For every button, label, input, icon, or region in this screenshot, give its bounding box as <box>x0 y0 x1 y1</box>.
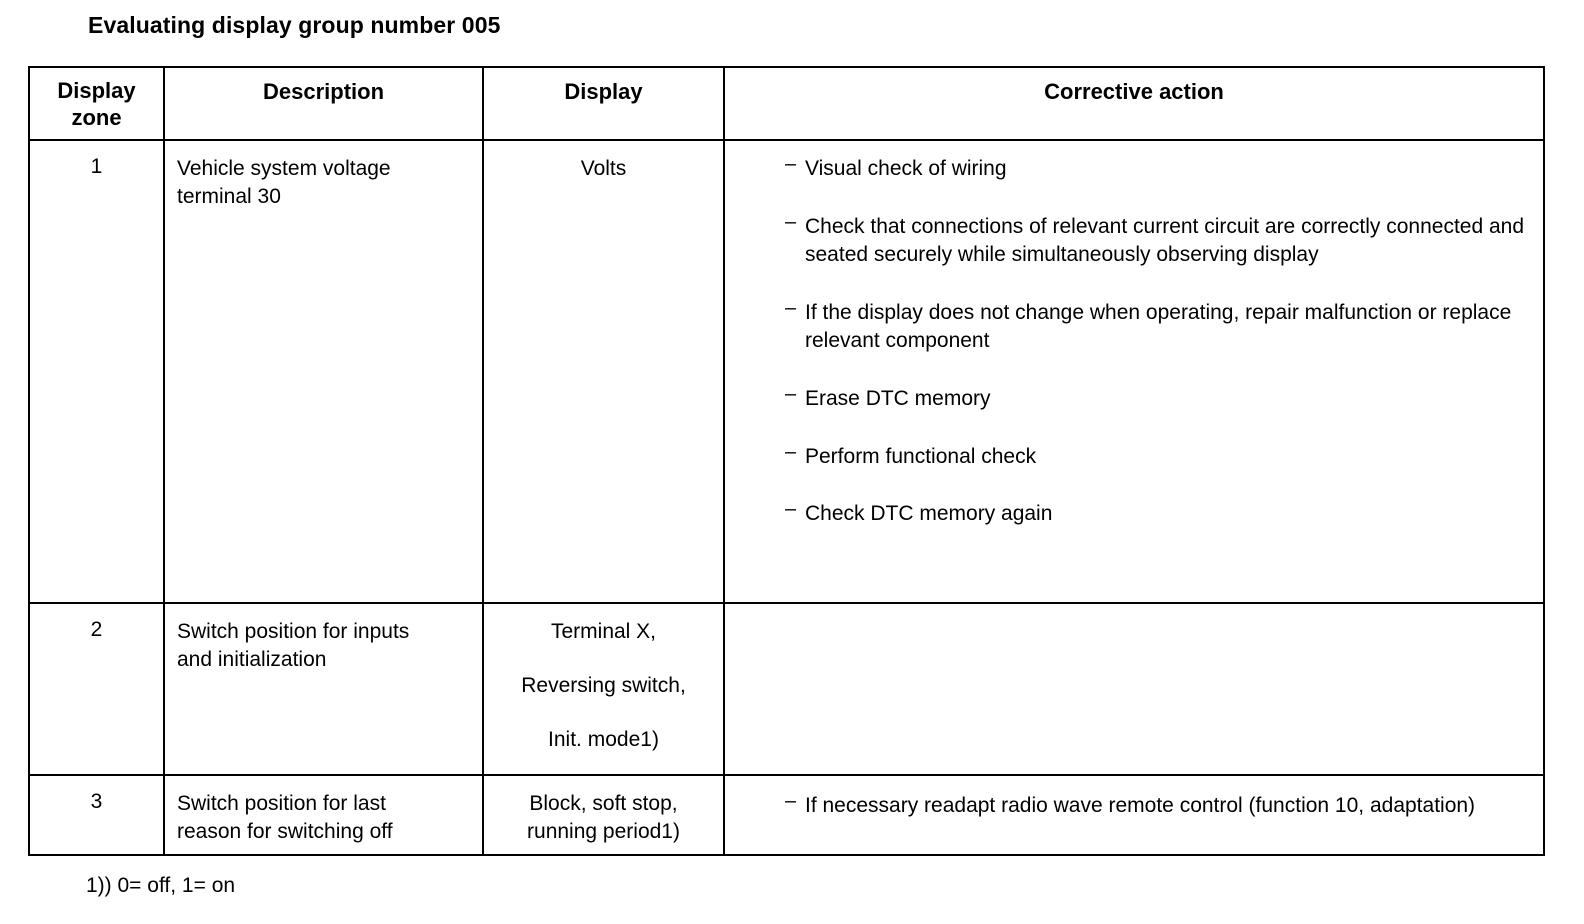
cell-display: Block, soft stop, running period1) <box>482 774 725 856</box>
display-line: Init. mode1) <box>548 727 659 751</box>
table-row: 2 Switch position for inputs and initial… <box>28 602 1545 776</box>
description-line: terminal 30 <box>177 184 281 208</box>
display-line: Volts <box>580 157 627 180</box>
column-header-display-zone-line1: Display <box>57 78 136 103</box>
footnote: 1)) 0= off, 1= on <box>86 874 236 897</box>
corrective-action-text: If the display does not change when oper… <box>805 300 1512 352</box>
corrective-action-item: – Perform functional check <box>785 441 1533 471</box>
corrective-action-item: – Visual check of wiring <box>785 153 1533 183</box>
cell-display-zone: 1 <box>28 139 165 604</box>
corrective-action-text: Perform functional check <box>805 444 1037 468</box>
corrective-action-text: Check DTC memory again <box>805 502 1053 526</box>
column-header-corrective-action: Corrective action <box>723 66 1545 141</box>
table-header-row: Display zone Description Display Correct… <box>28 66 1545 141</box>
dash-bullet-icon: – <box>785 498 797 521</box>
corrective-action-text: Erase DTC memory <box>805 386 991 410</box>
cell-corrective-action <box>723 602 1545 776</box>
column-header-display: Display <box>482 66 725 141</box>
table-row: 3 Switch position for last reason for sw… <box>28 774 1545 856</box>
description-line: Switch position for last <box>177 792 386 815</box>
dash-bullet-icon: – <box>785 210 797 233</box>
display-line: running period1) <box>527 819 680 843</box>
description-line: reason for switching off <box>177 819 393 843</box>
column-header-display-zone: Display zone <box>28 66 165 141</box>
dash-bullet-icon: – <box>785 153 797 175</box>
description-line: Vehicle system voltage <box>177 157 391 180</box>
cell-display-zone: 3 <box>28 774 165 856</box>
cell-corrective-action: – Visual check of wiring – Check that co… <box>723 139 1545 604</box>
corrective-action-item: – Check that connections of relevant cur… <box>785 211 1533 269</box>
cell-description: Vehicle system voltage terminal 30 <box>163 139 484 604</box>
cell-corrective-action: – If necessary readapt radio wave remote… <box>723 774 1545 856</box>
description-line: and initialization <box>177 647 327 671</box>
corrective-action-item: – Check DTC memory again <box>785 498 1533 528</box>
display-line: Block, soft stop, <box>529 792 678 815</box>
cell-display: Terminal X, Reversing switch, Init. mode… <box>482 602 725 776</box>
display-group-table-container: Display zone Description Display Correct… <box>28 66 1545 856</box>
corrective-action-text: Check that connections of relevant curre… <box>805 214 1525 266</box>
description-line: Switch position for inputs <box>177 620 410 643</box>
display-line: Terminal X, <box>550 620 657 643</box>
dash-bullet-icon: – <box>785 296 797 319</box>
display-zone-value: 3 <box>90 790 103 813</box>
corrective-action-item: – If necessary readapt radio wave remote… <box>785 790 1533 820</box>
cell-display: Volts <box>482 139 725 604</box>
corrective-action-text: If necessary readapt radio wave remote c… <box>805 794 1476 817</box>
dash-bullet-icon: – <box>785 440 797 463</box>
display-line: Reversing switch, <box>521 673 686 697</box>
column-header-display-zone-line2: zone <box>71 104 122 130</box>
corrective-action-text: Visual check of wiring <box>805 157 1007 180</box>
cell-description: Switch position for inputs and initializ… <box>163 602 484 776</box>
display-zone-value: 1 <box>90 155 103 178</box>
cell-display-zone: 2 <box>28 602 165 776</box>
page-title: Evaluating display group number 005 <box>88 12 501 38</box>
column-header-description: Description <box>163 66 484 141</box>
display-group-table: Display zone Description Display Correct… <box>28 66 1545 856</box>
dash-bullet-icon: – <box>785 382 797 405</box>
corrective-action-item: – If the display does not change when op… <box>785 297 1533 355</box>
table-row: 1 Vehicle system voltage terminal 30 Vol… <box>28 139 1545 604</box>
corrective-action-item: – Erase DTC memory <box>785 383 1533 413</box>
cell-description: Switch position for last reason for swit… <box>163 774 484 856</box>
dash-bullet-icon: – <box>785 790 797 812</box>
display-zone-value: 2 <box>90 618 103 641</box>
